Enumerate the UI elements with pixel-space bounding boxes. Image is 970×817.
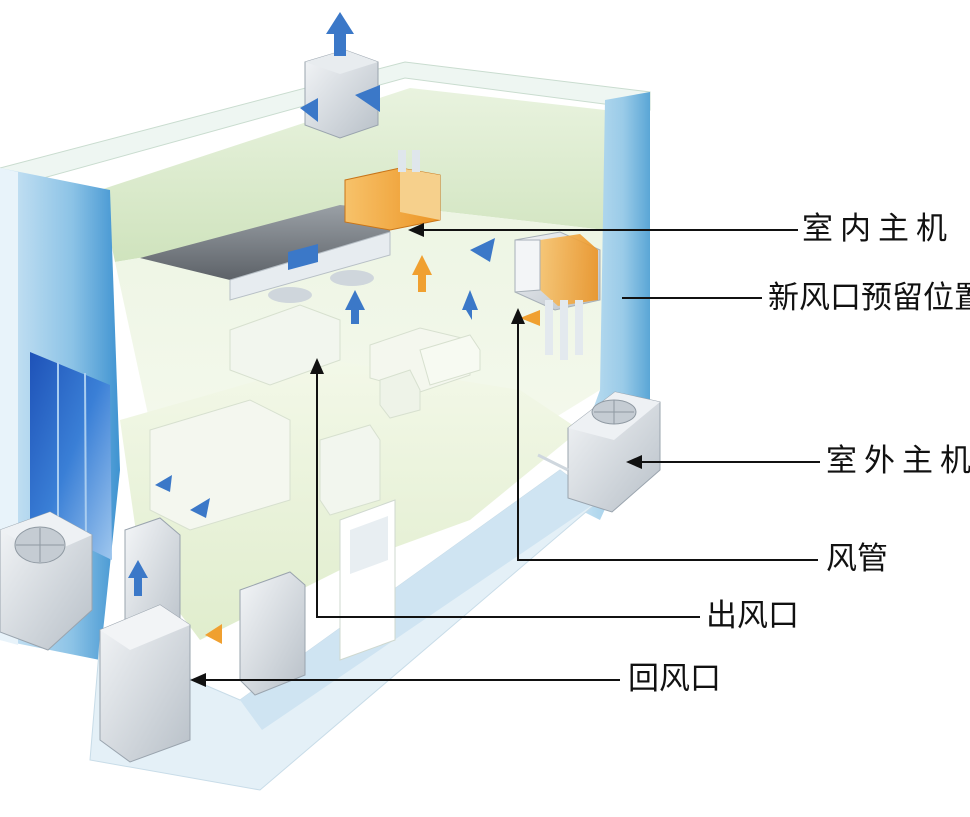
window bbox=[30, 352, 112, 560]
pointer-lines bbox=[190, 223, 820, 687]
label-indoor-unit: 室内主机 bbox=[802, 211, 954, 247]
ceiling bbox=[100, 88, 605, 262]
return-air-unit bbox=[99, 517, 306, 763]
label-return-vent: 回风口 bbox=[628, 661, 721, 697]
indoor-unit bbox=[344, 150, 441, 231]
room-furniture bbox=[149, 304, 481, 661]
floor-airflow bbox=[155, 238, 540, 644]
label-duct: 风管 bbox=[826, 541, 888, 577]
label-outdoor-unit: 室外主机 bbox=[826, 443, 970, 479]
roof-exhaust-fan bbox=[300, 12, 380, 139]
label-fresh-air-inlet: 新风口预留位置 bbox=[768, 280, 970, 316]
outdoor-unit-right bbox=[537, 391, 661, 513]
ceiling-duct bbox=[140, 205, 391, 301]
label-supply-vent: 出风口 bbox=[706, 598, 799, 634]
pointer-duct bbox=[517, 322, 818, 561]
outdoor-unit-left bbox=[0, 511, 93, 651]
fresh-air-unit bbox=[514, 231, 601, 360]
pointer-supply-vent bbox=[316, 372, 700, 618]
